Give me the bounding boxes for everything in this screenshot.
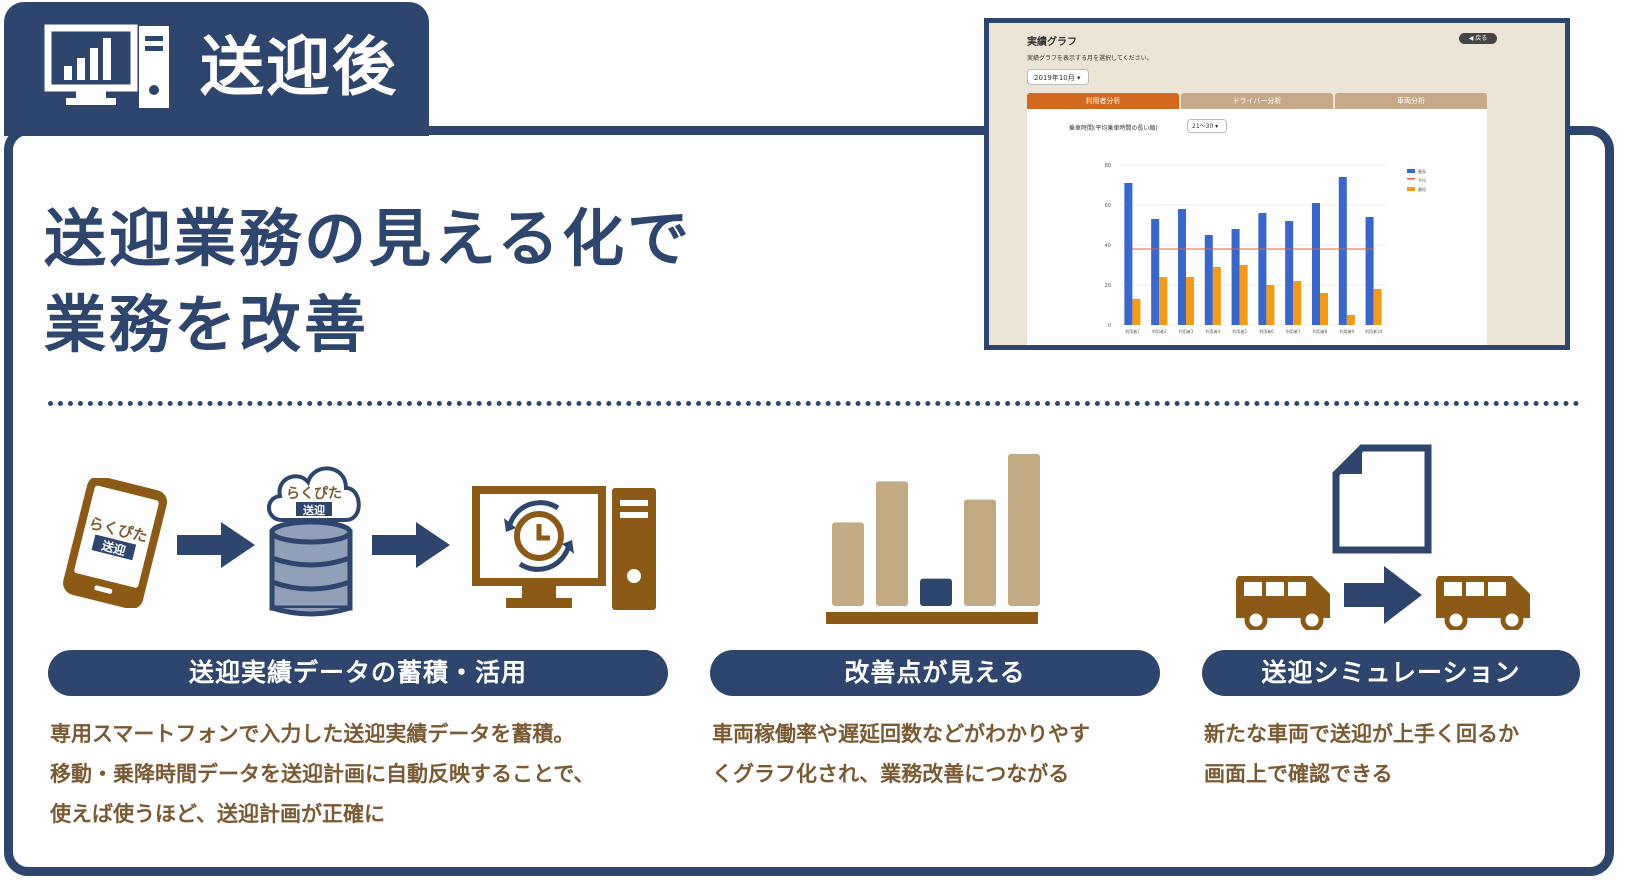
legend-swatch [1407,187,1415,191]
bar-max [1177,209,1186,325]
icon-bar [964,499,996,606]
bar-min [1293,281,1302,325]
bar-min [1212,267,1221,325]
bar-max [1204,235,1213,325]
icon-bar [876,481,908,606]
feature-label-data: 送迎実績データの蓄積・活用 [48,650,668,696]
back-button[interactable]: ◀ 戻る [1459,33,1497,44]
x-tick-label: 利用者8 [1313,328,1328,334]
x-tick-label: 利用者3 [1179,328,1194,334]
cloud-icon: らくぴた 送迎 [267,466,361,522]
y-tick-label: 40 [1105,243,1111,249]
y-tick-label: 20 [1105,283,1111,289]
feature-desc-insight: 車両稼働率や遅延回数などがわかりやす くグラフ化され、業務改善につながる [712,714,1090,794]
arrow-right-icon [372,522,450,568]
bar-max [1124,183,1133,325]
pc-clock-icon [472,486,656,610]
feature-label-insight: 改善点が見える [710,650,1160,696]
desc-line: くグラフ化され、業務改善につながる [712,762,1070,786]
arrow-right-icon [1344,566,1422,624]
bar-min [1320,293,1329,325]
headline-line-1: 送迎業務の見える化で [44,202,693,275]
database-icon [269,520,353,617]
bar-max [1365,217,1374,325]
analysis-tabs: 利用者分析 ドライバー分析 車両分析 [1027,93,1487,109]
header-tab: 送迎後 [4,2,429,136]
desc-line: 画面上で確認できる [1204,762,1393,786]
icon-bar [920,578,952,606]
icon-bar [832,522,864,606]
bar-min [1186,277,1195,325]
bar-max [1285,221,1294,325]
bar-min [1239,265,1248,325]
month-select[interactable]: 2019年10月 ▾ [1027,69,1089,85]
bar-max [1231,229,1240,325]
desc-line: 新たな車両で送迎が上手く回るか [1204,722,1519,746]
x-tick-label: 利用者5 [1232,328,1247,334]
headline-line-2: 業務を改善 [44,288,370,361]
bar-max [1258,213,1267,325]
y-tick-label: 60 [1105,203,1111,209]
monitor-computer-icon [44,24,169,108]
range-select[interactable]: 21～30 ▾ [1187,119,1227,133]
desc-line: 移動・乗降時間データを送迎計画に自動反映することで、 [50,762,595,786]
phone-logo-sub: 送迎 [99,537,127,558]
feature-desc-simulation: 新たな車両で送迎が上手く回るか 画面上で確認できる [1204,714,1519,794]
bar-min [1373,289,1382,325]
x-tick-label: 利用者6 [1259,328,1274,334]
icon-baseline [826,612,1038,624]
x-tick-label: 利用者7 [1286,328,1301,334]
legend-swatch [1407,169,1415,173]
dotted-divider [48,401,1580,406]
van-icon [1236,576,1330,630]
bar-max [1311,203,1320,325]
x-tick-label: 利用者10 [1365,328,1383,334]
tab-user-analysis[interactable]: 利用者分析 [1027,93,1179,109]
feature-desc-data: 専用スマートフォンで入力した送迎実績データを蓄積。 移動・乗降時間データを送迎計… [50,714,595,834]
icon-bar [1008,454,1040,606]
x-tick-label: 利用者2 [1152,328,1167,334]
badge-title: 送迎後 [200,31,398,105]
bar-max [1338,177,1347,325]
x-tick-label: 利用者4 [1206,328,1221,334]
y-tick-label: 0 [1108,323,1111,329]
legend-label: 最短 [1418,186,1426,192]
chart-panel: 乗車時間(平均乗車時間の長い順) 21～30 ▾ 0 20 40 60 80 利用者1 利用… [1027,109,1487,345]
app-screenshot: 実績グラフ ◀ 戻る 実績グラフを表示する月を選択してください。 2019年10… [984,18,1570,350]
cloud-logo-sub: 送迎 [302,503,325,517]
document-icon [1332,444,1432,554]
bar-graph-icon [826,454,1040,624]
screenshot-title: 実績グラフ [1027,37,1077,48]
y-tick-label: 80 [1105,163,1111,169]
feature-label-simulation: 送迎シミュレーション [1202,650,1580,696]
bar-min [1266,285,1275,325]
x-tick-label: 利用者1 [1125,328,1140,334]
legend-label: 最長 [1418,168,1426,174]
bar-min [1159,277,1168,325]
arrow-right-icon [177,522,255,568]
van-icon [1436,576,1530,630]
tab-vehicle-analysis[interactable]: 車両分析 [1335,93,1487,109]
bar-min [1132,299,1141,325]
bar-max [1151,219,1160,325]
cloud-logo-text: らくぴた [286,486,342,502]
legend-label: 平均 [1418,177,1426,183]
filter-label: 乗車時間(平均乗車時間の長い順) [1069,125,1158,132]
smartphone-icon: らくぴた 送迎 [63,478,168,608]
tab-driver-analysis[interactable]: ドライバー分析 [1181,93,1333,109]
legend-swatch [1407,178,1415,180]
desc-line: 車両稼働率や遅延回数などがわかりやす [712,722,1090,746]
desc-line: 専用スマートフォンで入力した送迎実績データを蓄積。 [50,722,575,746]
screenshot-subtitle: 実績グラフを表示する月を選択してください。 [1027,55,1153,62]
x-tick-label: 利用者9 [1340,328,1355,334]
bar-chart: 0 20 40 60 80 利用者1 利用者2 利用者3 利用者4 利用者5 利用者6 利用者7 利用者… [1105,163,1426,334]
desc-line: 使えば使うほど、送迎計画が正確に [50,802,385,826]
headline: 送迎業務の見える化で 業務を改善 [44,196,692,368]
bar-min [1346,315,1355,325]
